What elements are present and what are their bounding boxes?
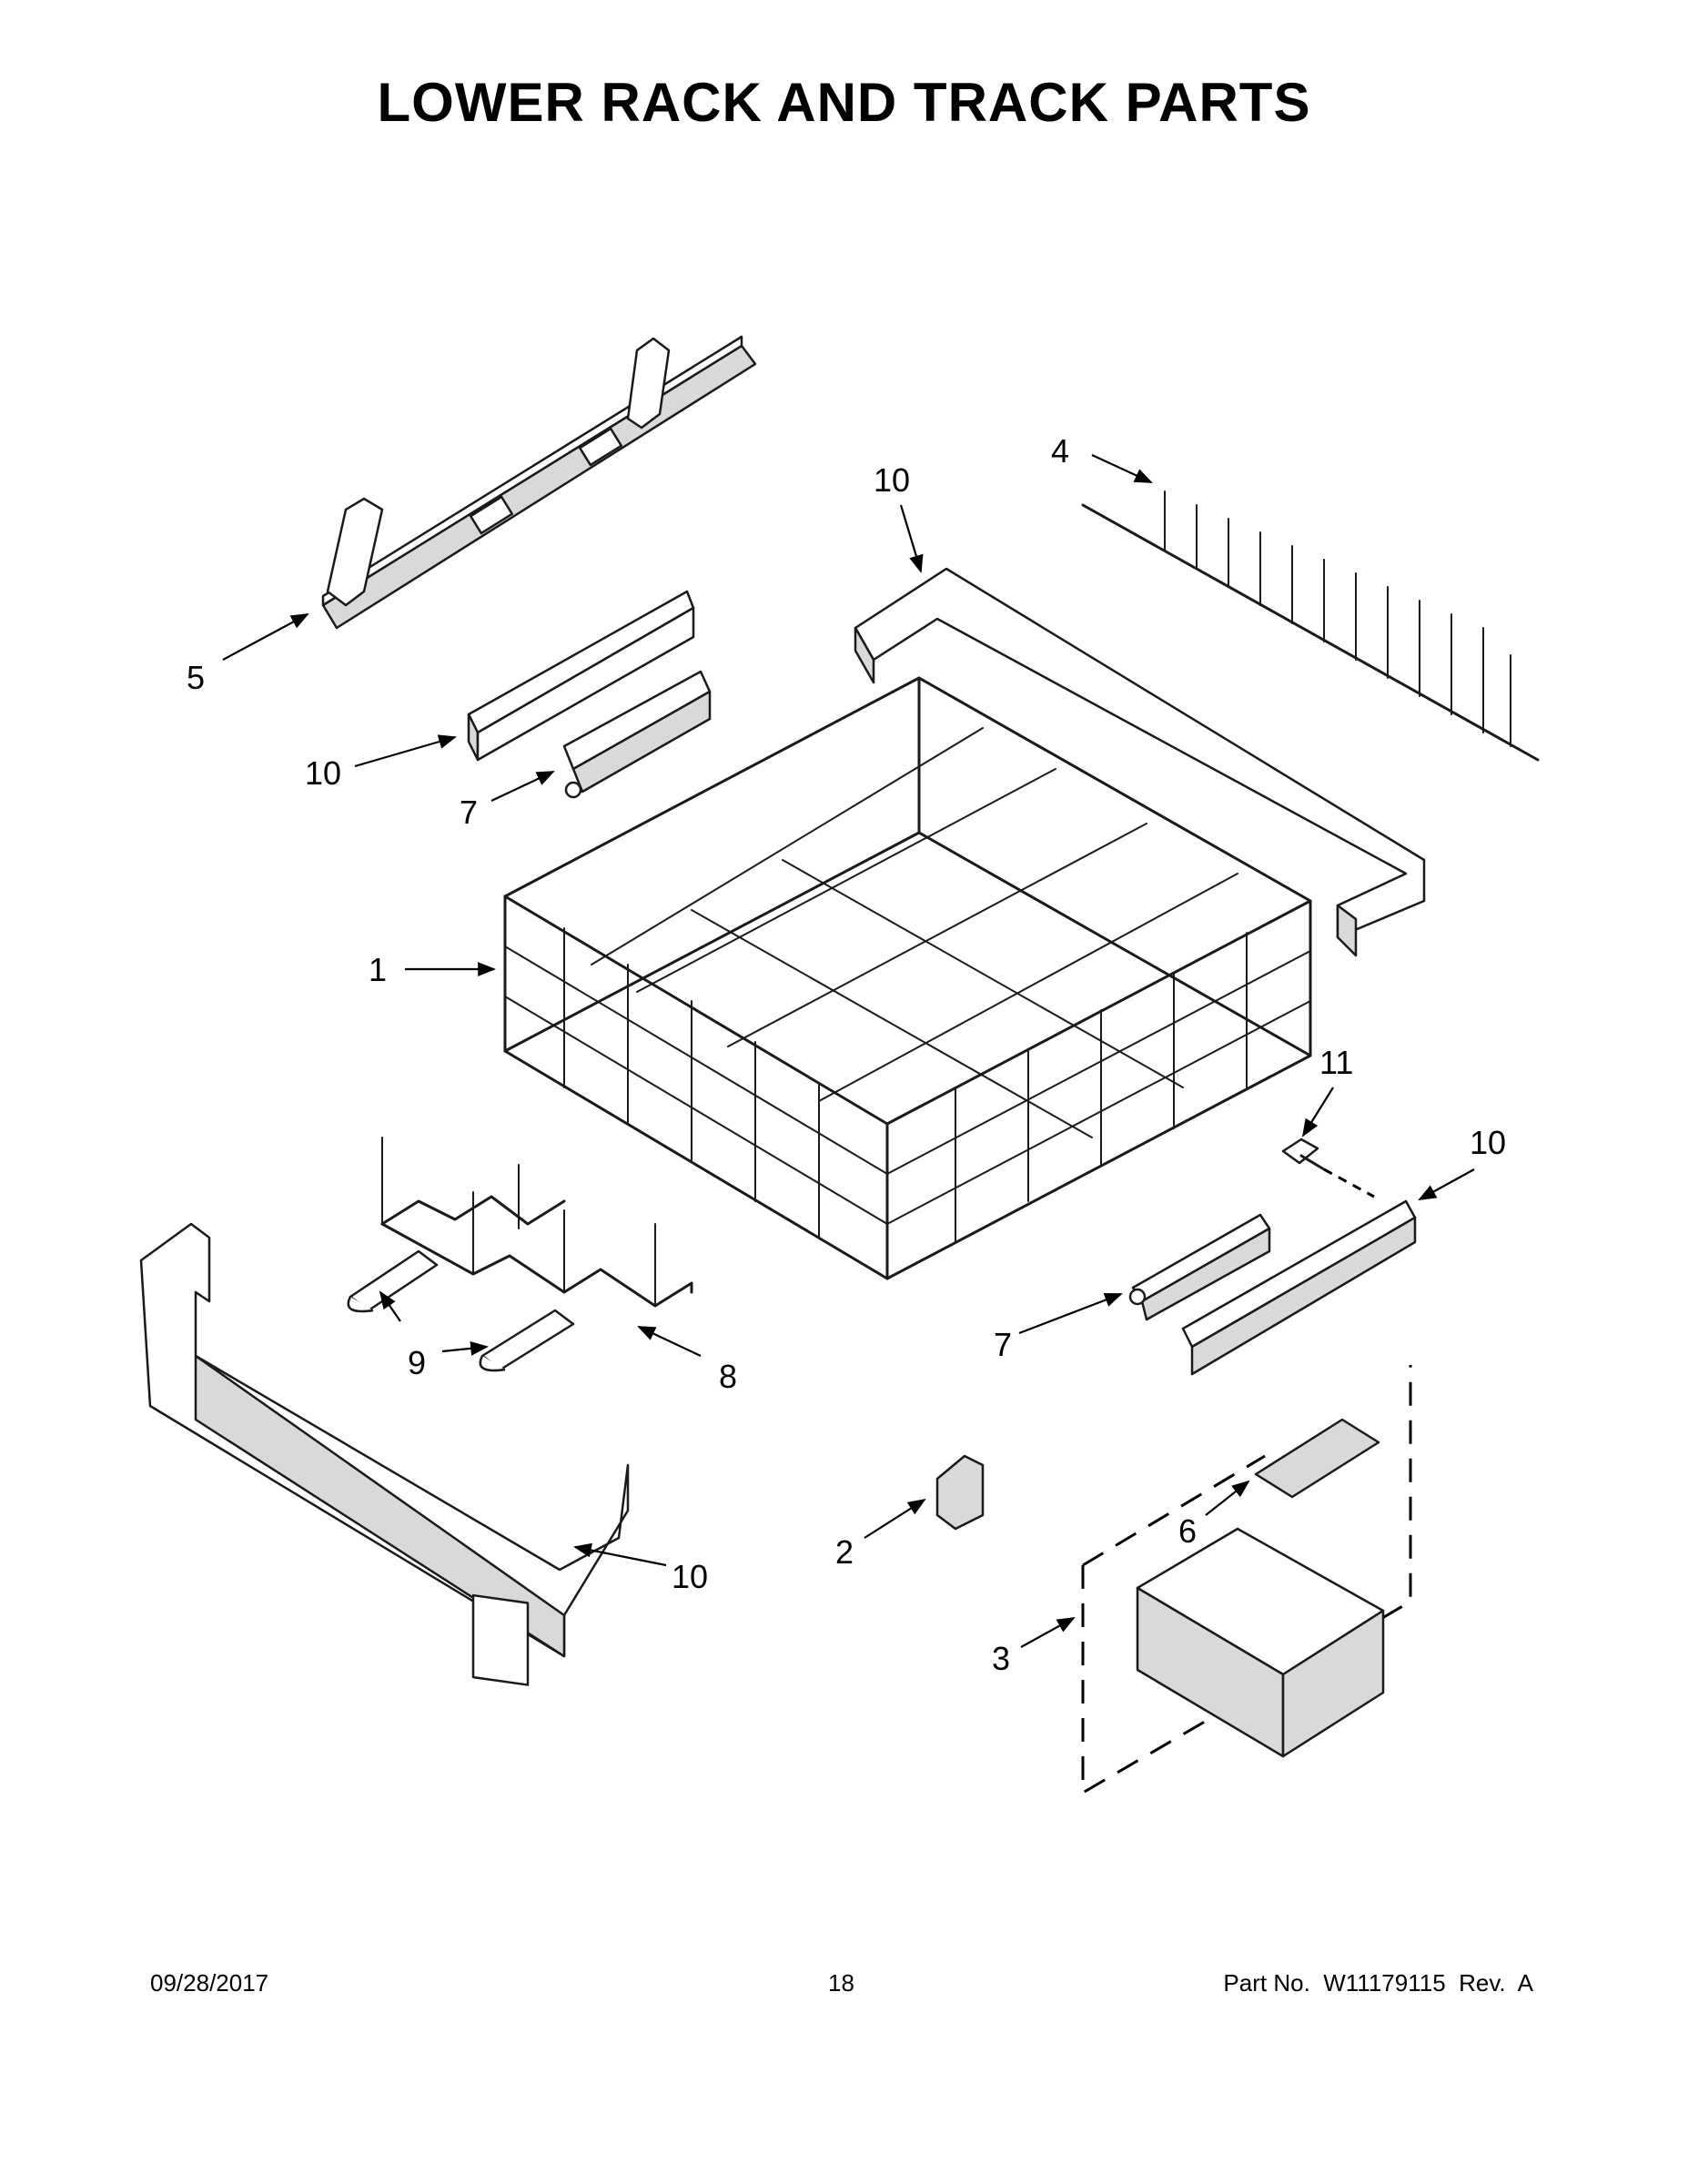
callout-6: 6 <box>1178 1512 1197 1550</box>
callout-8: 8 <box>719 1358 737 1395</box>
screw-part <box>1281 1138 1375 1198</box>
callout-1: 1 <box>369 951 387 988</box>
leader-line-10-bottom <box>573 1542 667 1567</box>
callout-10-left: 10 <box>305 754 341 792</box>
callout-11: 11 <box>1319 1044 1353 1081</box>
rack-clip-upper <box>347 1249 439 1313</box>
callout-5: 5 <box>187 659 205 696</box>
callout-10-right: 10 <box>1470 1124 1506 1161</box>
callout-10-bottom: 10 <box>672 1558 708 1595</box>
leader-line-10-left <box>354 734 457 768</box>
leader-line-11 <box>1301 1087 1334 1138</box>
leader-line-3 <box>1020 1617 1076 1648</box>
leader-line-5 <box>222 613 309 661</box>
footer-date: 09/28/2017 <box>150 1969 269 1997</box>
rack-roller-clip-upper <box>562 670 712 799</box>
callout-7-upper: 7 <box>460 794 478 831</box>
leader-line-7-lower <box>1018 1292 1123 1335</box>
track-rail-part <box>321 335 757 630</box>
callout-7-lower: 7 <box>994 1326 1012 1363</box>
page-title: LOWER RACK AND TRACK PARTS <box>377 72 1311 133</box>
leader-line-10-right <box>1418 1168 1475 1200</box>
rail-end-cap-lower <box>1181 1199 1417 1376</box>
front-rack-frame <box>139 1222 630 1686</box>
footer-part-number: Part No. W11179115 Rev. A <box>1223 1969 1533 1997</box>
callout-10-top: 10 <box>874 461 910 499</box>
basket-lid-part <box>1254 1418 1380 1499</box>
leader-line-9-upper <box>379 1290 401 1322</box>
footer-page-number: 18 <box>828 1969 854 1997</box>
leader-line-2 <box>864 1498 926 1539</box>
silverware-basket <box>1136 1527 1385 1758</box>
callout-3: 3 <box>992 1640 1010 1677</box>
callout-9: 9 <box>408 1344 426 1381</box>
lower-rack-basket <box>503 676 1312 1280</box>
rack-bracket-part <box>935 1454 985 1531</box>
rail-end-cap-upper <box>467 590 695 762</box>
rack-roller-clip-lower <box>1128 1213 1271 1321</box>
wire-shelf-part <box>380 1137 693 1308</box>
callout-2: 2 <box>835 1533 854 1571</box>
rack-clip-lower <box>479 1309 575 1372</box>
leader-line-6 <box>1205 1480 1250 1516</box>
leader-line-7-upper <box>490 771 555 802</box>
callout-4: 4 <box>1051 432 1069 470</box>
leader-line-10-top <box>899 504 924 573</box>
rack-rail-frame <box>854 567 1426 957</box>
leader-line-9-lower <box>441 1340 489 1356</box>
leader-line-8 <box>637 1326 702 1357</box>
leader-line-4 <box>1091 454 1153 483</box>
tine-row-part <box>1081 490 1540 762</box>
